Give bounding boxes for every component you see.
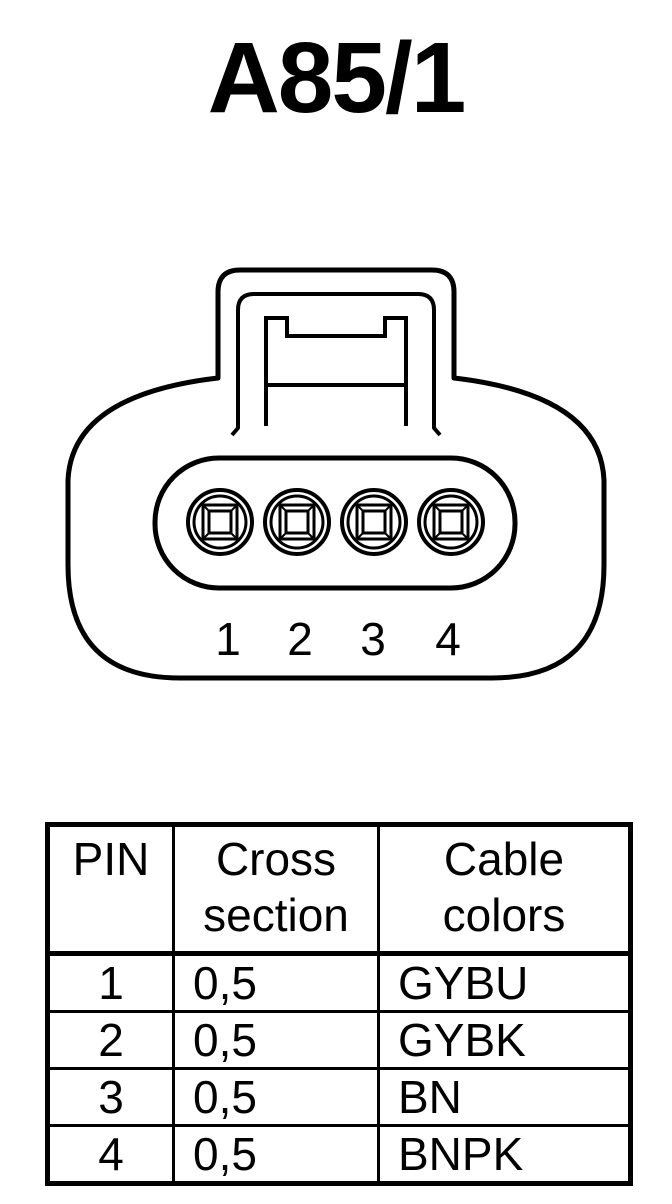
pin-terminal-2 — [263, 488, 331, 556]
pin-terminal-4 — [417, 488, 485, 556]
pin-number-label: 1 — [215, 613, 241, 665]
table-row: 1 0,5 GYBU — [46, 952, 632, 1013]
table-row: 4 0,5 BNPK — [46, 1124, 632, 1185]
connector-diagram: 1 2 3 4 — [0, 230, 672, 700]
table-header-row: PIN Cross section Cable colors — [46, 823, 632, 956]
pin-assignment-table: PIN Cross section Cable colors 1 0,5 GYB… — [45, 822, 633, 1186]
latch-tab — [264, 316, 408, 426]
latch-outline — [230, 292, 442, 437]
cell-pin: 2 — [46, 1010, 175, 1070]
header-pin-label: PIN — [72, 833, 150, 885]
pin-terminal-1 — [186, 488, 254, 556]
header-pin: PIN — [46, 823, 175, 956]
header-cross-section-line-2: section — [203, 889, 349, 941]
cell-cross-section: 0,5 — [172, 1124, 380, 1185]
header-cable-colors-line-2: colors — [442, 889, 566, 941]
table-row: 3 0,5 BN — [46, 1067, 632, 1127]
pin-number-label: 2 — [287, 613, 313, 665]
cell-cable-color: GYBU — [377, 952, 632, 1013]
table-row: 2 0,5 GYBK — [46, 1010, 632, 1070]
cell-cable-color: BNPK — [377, 1124, 632, 1185]
connector-title: A85/1 — [207, 22, 467, 134]
header-cross-section-line-1: Cross — [215, 833, 337, 885]
header-cross-section: Cross section — [172, 823, 380, 956]
pin-terminal-3 — [340, 488, 408, 556]
pin-number-label: 4 — [435, 613, 461, 665]
header-cable-colors: Cable colors — [377, 823, 632, 956]
cell-cable-color: GYBK — [377, 1010, 632, 1070]
pin-cavity — [152, 455, 518, 591]
pin-number-label: 3 — [360, 613, 386, 665]
cell-cross-section: 0,5 — [172, 1067, 380, 1127]
cell-cross-section: 0,5 — [172, 952, 380, 1013]
cell-cable-color: BN — [377, 1067, 632, 1127]
header-cable-colors-line-1: Cable — [443, 833, 565, 885]
cell-cross-section: 0,5 — [172, 1010, 380, 1070]
connector-drawing: 1 2 3 4 — [65, 267, 607, 681]
cell-pin: 3 — [46, 1067, 175, 1127]
cell-pin: 1 — [46, 952, 175, 1013]
cell-pin: 4 — [46, 1124, 175, 1185]
connector-housing — [65, 267, 607, 681]
